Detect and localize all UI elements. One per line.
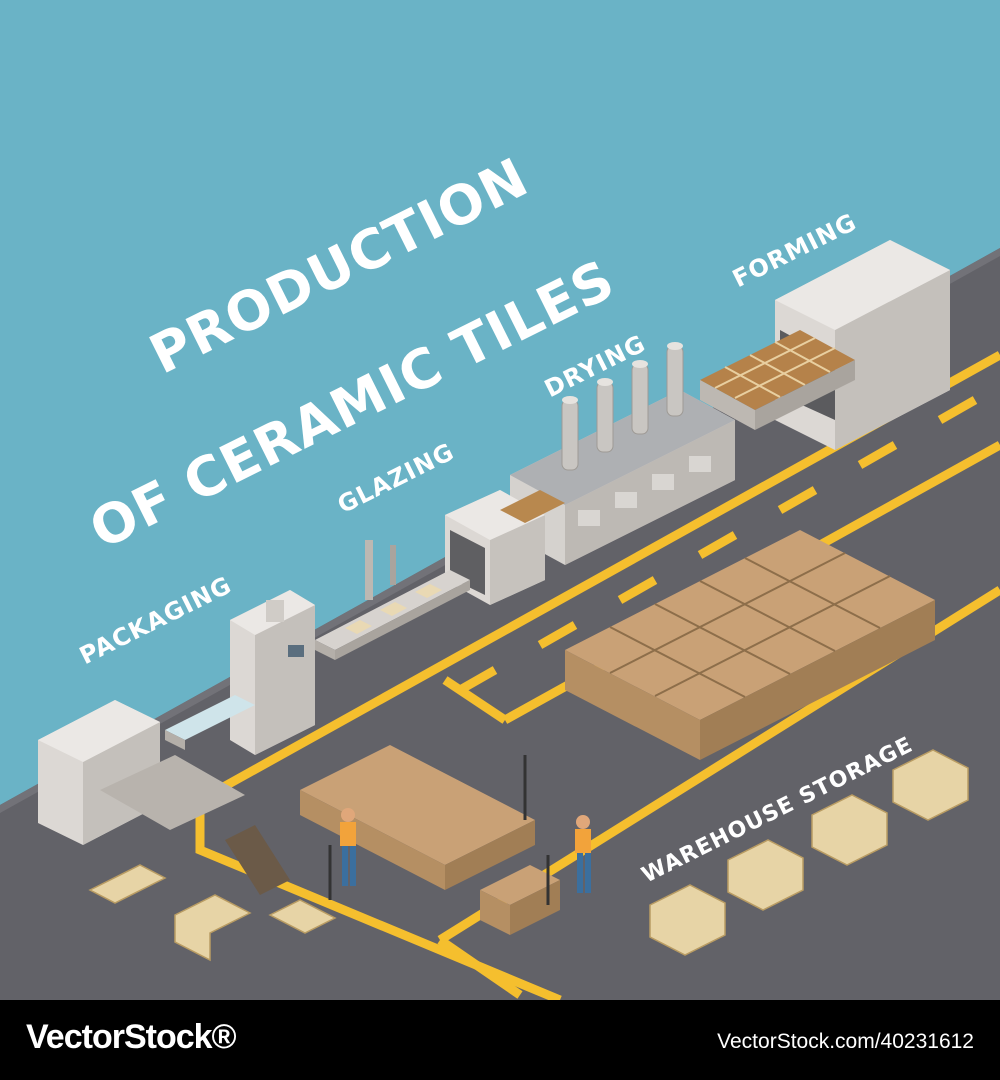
brand-logo: VectorStock® (26, 1018, 237, 1056)
worker-right (575, 815, 591, 893)
machine-forming (700, 240, 950, 450)
illustration: PRODUCTION OF CERAMIC TILES FORMING DRYI… (0, 0, 1000, 1000)
pallet-jacks (328, 755, 550, 905)
machine-packaging (230, 590, 315, 755)
image-id: VectorStock.com/40231612 (717, 1030, 974, 1053)
warehouse-stacks (565, 530, 935, 760)
footer-bar: VectorStock® VectorStock.com/40231612 (0, 1000, 1000, 1080)
conveyor-lower (165, 695, 255, 750)
front-stacks (300, 745, 560, 935)
factory-scene (0, 0, 1000, 1000)
empty-pallets (88, 749, 969, 962)
worker-left (340, 808, 356, 886)
machine-exit (38, 700, 290, 895)
machine-glazing (445, 490, 565, 605)
factory-floor (0, 248, 1000, 1000)
conveyor-middle (315, 540, 470, 660)
machine-drying-kiln (510, 342, 735, 565)
